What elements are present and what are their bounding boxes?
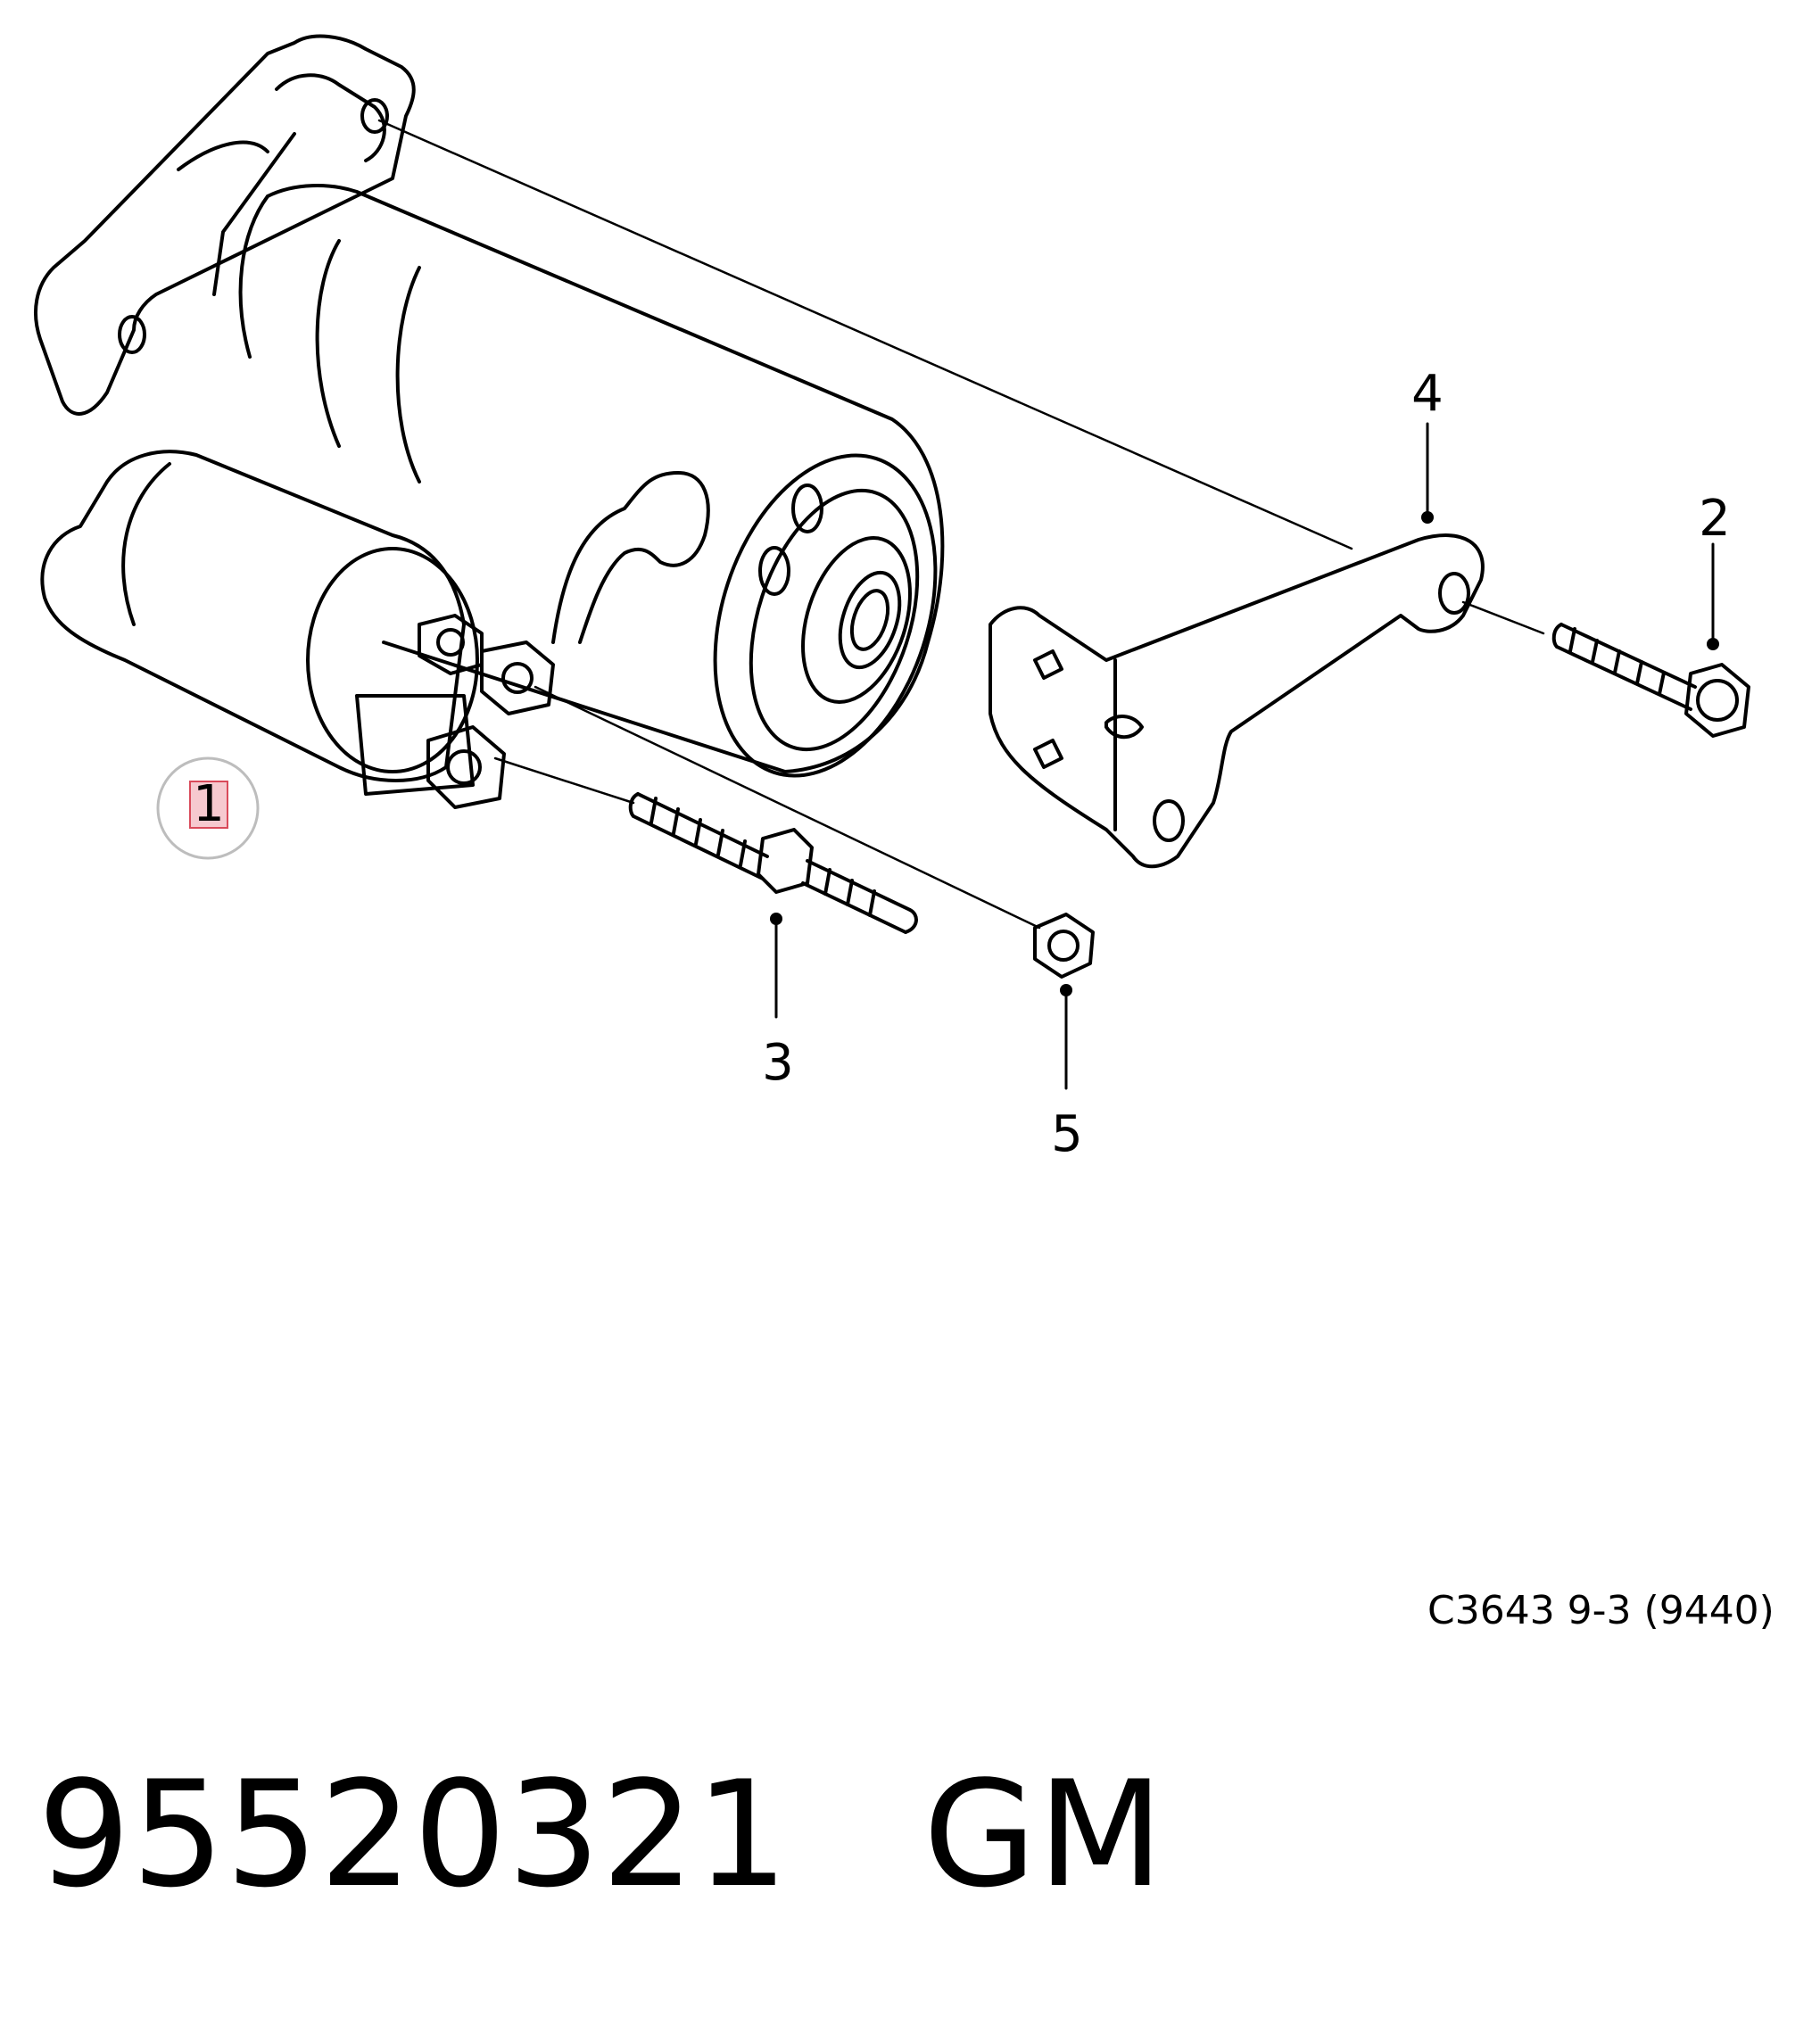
mounting-flange: [34, 34, 416, 416]
leader-dot-2: [1707, 638, 1719, 650]
support-bracket[interactable]: [989, 533, 1485, 869]
flange-nut[interactable]: [1033, 913, 1095, 979]
callout-1[interactable]: 1: [156, 756, 260, 860]
starter-cable: [551, 471, 710, 644]
callout-label-2: 2: [1699, 490, 1731, 548]
callout-label-3: 3: [762, 1034, 794, 1092]
diagram-reference-code: C3643 9-3 (9440): [1427, 1588, 1774, 1633]
callout-label-5: 5: [1051, 1105, 1083, 1163]
bracket-bolt[interactable]: [1551, 623, 1750, 738]
motor-body: [266, 184, 945, 773]
callout-label-1: 1: [193, 775, 225, 833]
leader-lines: [774, 422, 1715, 1090]
manufacturer: GM: [922, 1749, 1165, 1920]
solenoid: [40, 450, 466, 782]
mounting-stud[interactable]: [628, 792, 918, 934]
assembly-lines: [377, 119, 1545, 930]
part-number: 95520321: [37, 1749, 790, 1920]
leader-dot-5: [1060, 984, 1072, 996]
leader-dot-3: [770, 913, 782, 925]
end-cap: [713, 453, 938, 778]
callout-label-4: 4: [1411, 365, 1444, 423]
leader-dot-4: [1421, 511, 1434, 524]
starter-motor[interactable]: [34, 34, 974, 809]
terminal-nut-bottom: [426, 725, 506, 809]
terminal-nut-middle: [480, 641, 555, 715]
